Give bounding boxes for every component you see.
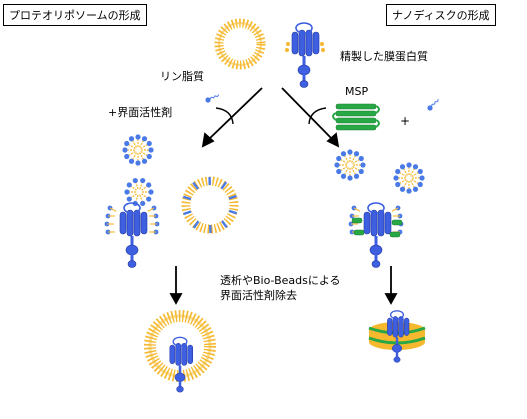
lipid-label: リン脂質	[160, 70, 204, 83]
mixed-vesicle	[181, 176, 239, 234]
curved-arrows	[215, 107, 327, 125]
final-nanodisc	[368, 310, 426, 364]
down-arrows	[169, 266, 398, 305]
detergent-molecule-right	[425, 97, 442, 113]
micelle-right-1	[334, 149, 366, 181]
proteoliposome-header: プロテオリポソームの形成	[3, 4, 147, 26]
msp-label: MSP	[345, 85, 369, 98]
purified-protein-label: 精製した膜蛋白質	[340, 50, 428, 63]
top-membrane-protein	[285, 22, 325, 89]
micelle-left-2	[124, 177, 154, 207]
final-proteoliposome	[144, 310, 216, 393]
removal-label-line2: 界面活性剤除去	[220, 289, 297, 302]
micelle-left-1	[122, 134, 154, 166]
detergent-molecule-left	[204, 92, 221, 104]
removal-label-line1: 透析やBio-Beadsによる	[220, 274, 341, 287]
micelle-right-2	[393, 162, 425, 194]
detergent-label: +界面活性剤	[108, 106, 173, 119]
msp-belt	[332, 103, 380, 131]
top-liposome	[214, 18, 266, 70]
solubilized-protein-left	[104, 202, 160, 269]
branch-arrows	[201, 87, 340, 148]
nanodisc-header: ナノディスクの形成	[386, 4, 496, 26]
plus-sign: +	[400, 114, 411, 128]
solubilized-protein-right	[348, 202, 404, 269]
